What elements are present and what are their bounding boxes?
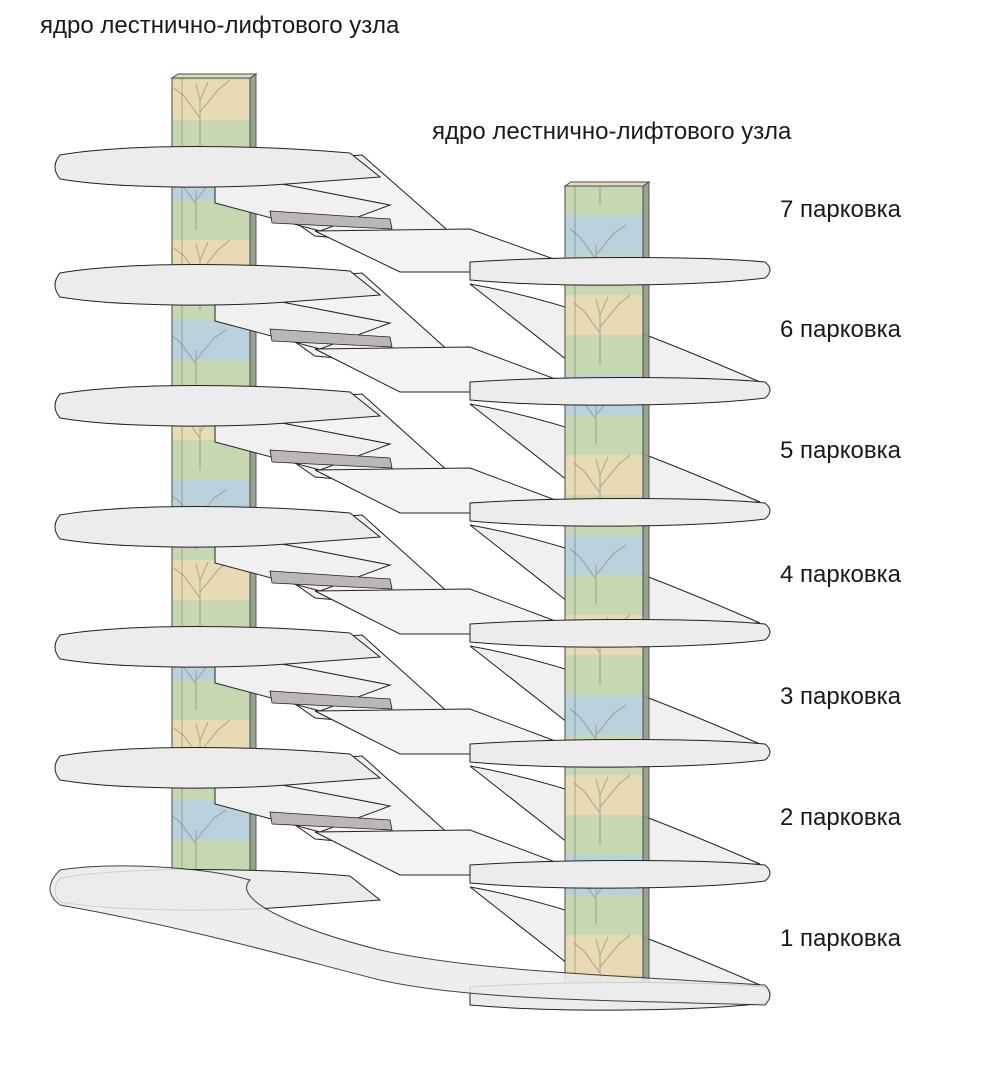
right-slab-3 [469, 739, 771, 768]
level-label-5: 5 парковка [780, 437, 901, 464]
left-slab-3 [54, 626, 382, 668]
level-label-2: 2 парковка [780, 804, 901, 831]
core-left-top [170, 73, 258, 79]
left-slab-5 [54, 385, 382, 427]
core-right-top [563, 181, 651, 187]
right-slab-4 [469, 619, 771, 648]
left-slab-7 [54, 146, 382, 188]
core-label-left: ядро лестнично-лифтового узла [40, 12, 400, 39]
level-label-1: 1 парковка [780, 925, 901, 952]
level-label-3: 3 парковка [780, 683, 901, 710]
right-slab-2 [469, 860, 771, 889]
right-slab-7 [469, 257, 771, 286]
right-slab-6 [469, 377, 771, 406]
level-label-6: 6 парковка [780, 316, 901, 343]
right-slab-5 [469, 498, 771, 527]
ground-slab [49, 865, 771, 1006]
left-slab-4 [54, 506, 382, 548]
left-slab-6 [54, 264, 382, 306]
left-slab-2 [54, 747, 382, 789]
level-label-4: 4 парковка [780, 561, 901, 588]
level-label-7: 7 парковка [780, 196, 901, 223]
core-label-right: ядро лестнично-лифтового узла [432, 118, 792, 145]
